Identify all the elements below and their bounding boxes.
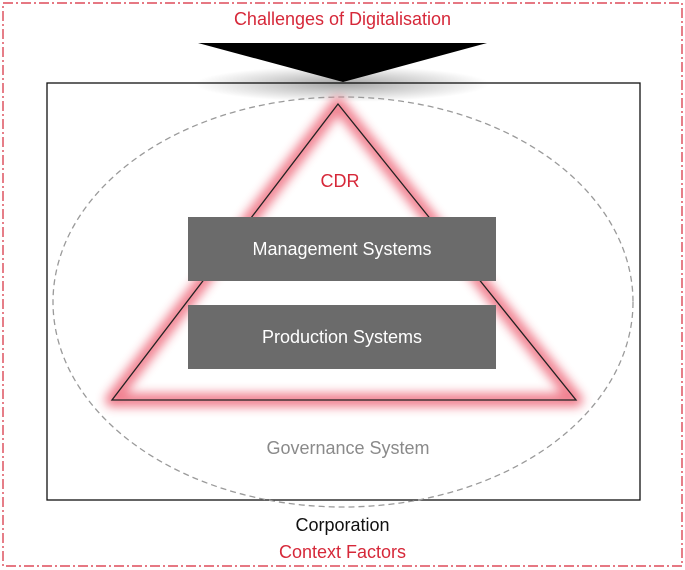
- production-systems-label: Production Systems: [261, 326, 423, 347]
- challenges-label: Challenges of Digitalisation: [233, 9, 452, 29]
- cdr-label: CDR: [320, 171, 360, 191]
- funnel-shadow: [194, 66, 490, 102]
- management-systems-box: Management Systems: [188, 217, 496, 281]
- management-systems-label: Management Systems: [252, 238, 432, 259]
- corporation-label: Corporation: [295, 515, 390, 535]
- context-factors-label: Context Factors: [278, 542, 407, 562]
- funnel-arrow: [198, 43, 487, 82]
- production-systems-box: Production Systems: [188, 305, 496, 369]
- governance-label: Governance System: [266, 438, 430, 458]
- governance-ellipse: [52, 96, 634, 508]
